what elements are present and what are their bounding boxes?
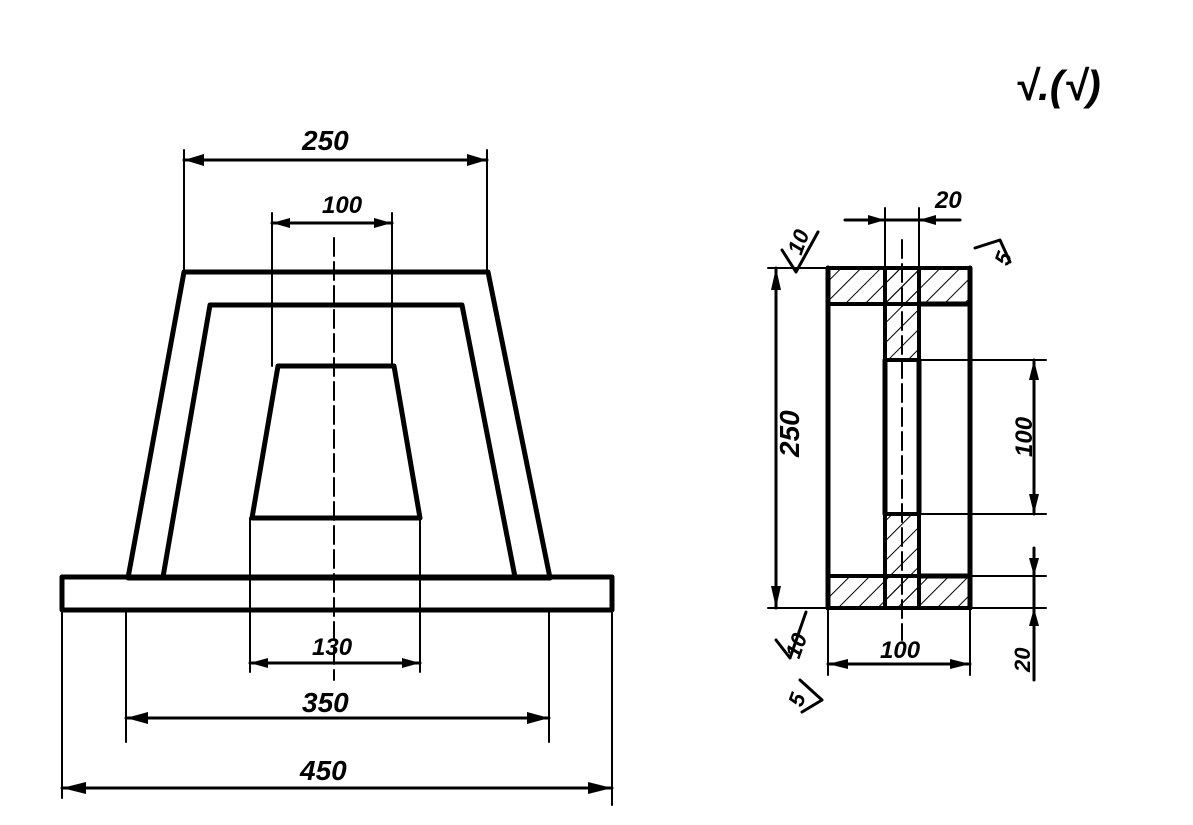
arrow-head (950, 659, 970, 669)
roughness-symbol-top-right (973, 238, 1012, 264)
roughness-label-bottom-left: 10 (780, 629, 812, 661)
roughness-symbol-bottom-corner (798, 678, 824, 714)
arrow-head (1029, 494, 1039, 514)
arrow-head (527, 712, 549, 724)
dim-label-height: 250 (774, 410, 805, 458)
arrow-head (828, 659, 848, 669)
arrow-head (402, 658, 420, 668)
arrow-head (1029, 558, 1039, 576)
dim-label-bottom-width: 100 (880, 637, 921, 664)
dim-label-window: 100 (1011, 416, 1038, 457)
dim-label-inner-top: 100 (322, 192, 363, 219)
arrow-head (919, 215, 936, 225)
dim-label-web: 20 (934, 187, 962, 214)
roughness-label-top-left: 10 (782, 226, 814, 258)
arrow-head (184, 154, 204, 166)
arrow-head (868, 215, 885, 225)
arrow-head (374, 218, 392, 228)
dim-label-base-total: 450 (299, 755, 347, 786)
roughness-label-bottom-corner: 5 (783, 689, 811, 710)
arrow-head (250, 658, 268, 668)
roughness-symbol-top-left (780, 230, 820, 274)
section-view: 20 10 5 250 100 20 10 100 5 (767, 187, 1047, 714)
roughness-symbol-bottom-left (774, 610, 808, 660)
corner-roughness-mark: √.(√) (1015, 62, 1101, 109)
arrow-head (1029, 608, 1039, 626)
window-opening-outline (249, 363, 423, 521)
dim-label-base-inner: 350 (302, 687, 349, 718)
arrow-head (126, 712, 148, 724)
base-flange-outline (59, 574, 615, 613)
front-view: 250 100 130 350 450 (59, 125, 615, 806)
inner-frame-outline (160, 302, 518, 580)
dim-label-top-width: 250 (301, 125, 349, 156)
arrow-head (467, 154, 487, 166)
arrow-head (62, 782, 86, 794)
arrow-head (771, 586, 781, 608)
arrow-head (1029, 360, 1039, 380)
dim-label-window-bottom: 130 (312, 634, 353, 661)
arrow-head (771, 268, 781, 290)
dim-label-bottom-flange: 20 (1010, 647, 1035, 673)
arrow-head (588, 782, 612, 794)
arrow-head (272, 218, 290, 228)
